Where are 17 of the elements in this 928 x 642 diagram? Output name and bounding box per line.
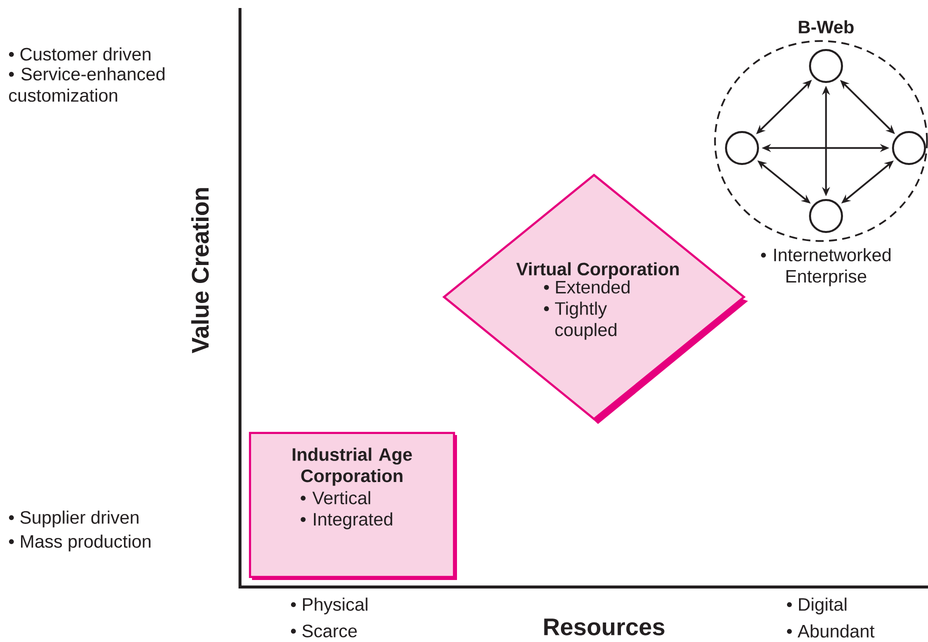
axis-title: Resources: [544, 618, 664, 636]
axis-note: • Customer driven: [9, 47, 150, 61]
axis-title: Value Creation: [191, 188, 209, 354]
node-label: B-Web: [798, 20, 854, 34]
network-circle: [809, 49, 843, 83]
axis-note: • Physical: [290, 598, 368, 614]
network-circle: [892, 131, 926, 165]
network-circle: [809, 199, 843, 233]
axis-note: • Mass production: [9, 534, 150, 552]
process-box: Industrial Age Corporation • Vertical • Integrated: [248, 432, 457, 580]
axis-note: • Abundant: [786, 624, 874, 638]
axis-note: • Digital: [786, 598, 846, 614]
node-label: • Internetworked Enterprise: [761, 248, 890, 286]
axis-note: • Service-enhanced customization: [9, 67, 164, 102]
network-circle: [725, 131, 759, 165]
axis-note: • Supplier driven: [9, 510, 138, 528]
axis-note: • Scarce: [290, 624, 357, 638]
